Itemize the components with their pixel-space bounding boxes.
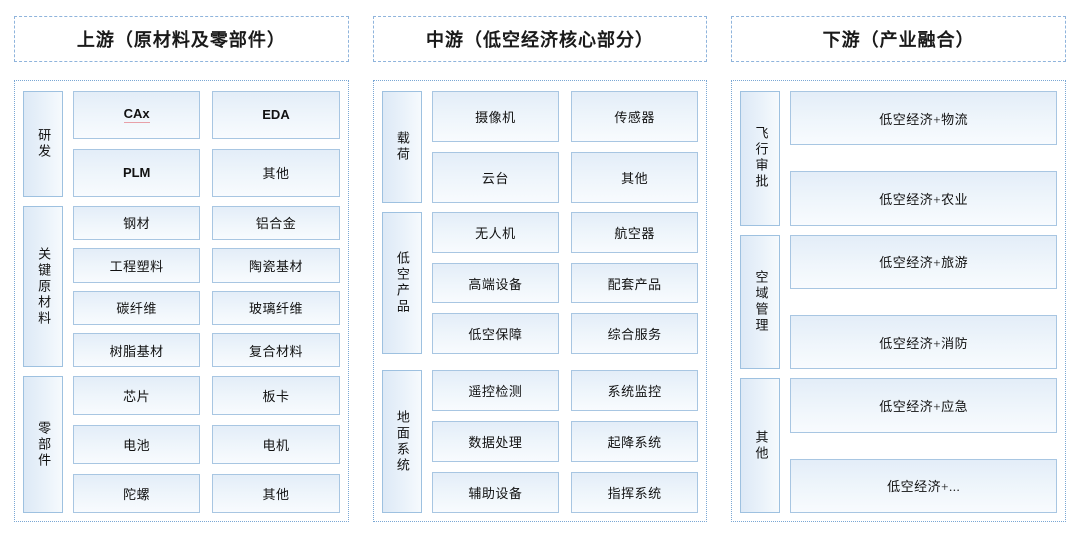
chain-cell[interactable]: 复合材料	[212, 332, 340, 368]
group-label-box: 载荷	[381, 91, 422, 203]
group-cells: 低空经济+物流低空经济+农业	[790, 91, 1058, 226]
chain-cell[interactable]: 综合服务	[571, 313, 699, 355]
chain-cell[interactable]: 其他	[212, 474, 340, 514]
chain-cell[interactable]: 板卡	[212, 376, 340, 416]
chain-cell[interactable]: 指挥系统	[571, 472, 699, 514]
chain-cell[interactable]: 芯片	[73, 376, 201, 416]
chain-cell[interactable]: 摄像机	[431, 91, 559, 142]
group-label-box: 飞行审批	[740, 91, 781, 226]
chain-cell[interactable]: CAx	[73, 91, 201, 139]
chain-cell[interactable]: 云台	[431, 151, 559, 203]
group-upstream-1: 关键原材料 钢材铝合金工程塑料陶瓷基材碳纤维玻璃纤维树脂基材复合材料	[23, 205, 340, 368]
group-cells: 芯片板卡电池电机陀螺其他	[73, 376, 340, 514]
group-label-text: 研发	[36, 127, 52, 160]
group-midstream-2: 地面系统 遥控检测系统监控数据处理起降系统辅助设备指挥系统	[381, 370, 699, 514]
chain-cell[interactable]: 高端设备	[431, 262, 559, 304]
group-label-box: 关键原材料	[23, 205, 63, 368]
group-label-text: 载荷	[394, 130, 410, 163]
group-midstream-0: 载荷摄像机传感器云台其他	[381, 91, 699, 203]
chain-cell[interactable]: 辅助设备	[431, 472, 559, 514]
chain-column-midstream: 中游（低空经济核心部分） 载荷摄像机传感器云台其他低空产品 无人机航空器高端设备配套…	[367, 10, 714, 528]
column-body-midstream: 载荷摄像机传感器云台其他低空产品无人机航空器高端设备配套产品低空保障综合服务地面…	[372, 80, 708, 522]
chain-cell[interactable]: 低空经济+旅游	[790, 234, 1058, 289]
chain-cell[interactable]: 陀螺	[73, 474, 201, 514]
chain-cell-label: CAx	[123, 106, 150, 124]
chain-cell[interactable]: 配套产品	[571, 262, 699, 304]
chain-cell[interactable]: 数据处理	[431, 421, 559, 463]
chain-cell[interactable]: 系统监控	[571, 370, 699, 412]
group-cells: 钢材铝合金工程塑料陶瓷基材碳纤维玻璃纤维树脂基材复合材料	[73, 205, 340, 368]
chain-cell[interactable]: 传感器	[571, 91, 699, 142]
chain-cell[interactable]: 玻璃纤维	[212, 290, 340, 325]
group-label-text: 低空产品	[394, 251, 410, 315]
chain-cell[interactable]: 钢材	[73, 205, 201, 241]
group-upstream-2: 零部件 芯片板卡电池电机陀螺其他	[23, 376, 340, 514]
group-midstream-1: 低空产品 无人机航空器高端设备配套产品低空保障综合服务	[381, 211, 699, 355]
group-cells: 低空经济+旅游低空经济+消防	[790, 234, 1058, 370]
group-label-text: 零部件	[36, 420, 52, 469]
chain-cell[interactable]: 低空经济+应急	[790, 378, 1058, 433]
chain-cell[interactable]: 铝合金	[212, 205, 340, 241]
column-header-label: 中游（低空经济核心部分）	[426, 30, 654, 50]
group-label-text: 飞行审批	[753, 126, 769, 191]
group-downstream-0: 飞行审批 低空经济+物流低空经济+农业	[740, 91, 1058, 226]
chain-cell[interactable]: 航空器	[571, 211, 699, 253]
group-label-box: 空域管理	[740, 234, 781, 370]
chain-cell[interactable]: 其他	[212, 148, 340, 197]
group-label-box: 研发	[23, 91, 63, 197]
group-downstream-1: 空域管理 低空经济+旅游低空经济+消防	[740, 234, 1058, 370]
group-label-box: 其他	[740, 378, 781, 514]
column-header-downstream: 下游（产业融合）	[731, 16, 1067, 62]
chain-cell[interactable]: EDA	[212, 91, 340, 139]
group-label-text: 地面系统	[394, 409, 410, 474]
column-header-label: 下游（产业融合）	[822, 30, 975, 50]
group-downstream-2: 其他低空经济+应急低空经济+...	[740, 378, 1058, 514]
group-label-box: 地面系统	[381, 370, 422, 514]
chain-cell[interactable]: 起降系统	[571, 421, 699, 463]
column-body-downstream: 飞行审批低空经济+物流低空经济+农业空域管理低空经济+旅游低空经济+消防其他低空…	[731, 80, 1067, 522]
chain-cell[interactable]: 其他	[571, 151, 699, 203]
group-cells: 遥控检测系统监控数据处理起降系统辅助设备指挥系统	[431, 370, 699, 514]
chain-cell[interactable]: 电机	[212, 425, 340, 465]
column-header-label: 上游（原材料及零部件）	[76, 30, 286, 50]
chain-cell[interactable]: 低空经济+消防	[790, 315, 1058, 370]
chain-cell[interactable]: 树脂基材	[73, 332, 201, 368]
chain-cell[interactable]: 电池	[73, 425, 201, 465]
chain-cell[interactable]: 低空经济+...	[790, 458, 1058, 514]
chain-column-downstream: 下游（产业融合）飞行审批低空经济+物流低空经济+农业空域管理低空经济+旅游低空经…	[725, 10, 1072, 528]
chain-cell[interactable]: 陶瓷基材	[212, 248, 340, 283]
group-cells: 摄像机传感器云台其他	[431, 91, 699, 203]
group-cells: 无人机航空器高端设备配套产品低空保障综合服务	[431, 211, 699, 355]
group-label-text: 关键原材料	[36, 246, 52, 327]
chain-cell[interactable]: PLM	[73, 148, 201, 197]
group-label-box: 低空产品	[381, 211, 422, 355]
chain-cell[interactable]: 工程塑料	[73, 248, 201, 283]
chain-cell[interactable]: 低空保障	[431, 313, 559, 355]
chain-cell[interactable]: 无人机	[431, 211, 559, 253]
group-cells: 低空经济+应急低空经济+...	[790, 378, 1058, 514]
column-header-midstream: 中游（低空经济核心部分）	[372, 16, 708, 62]
chain-cell[interactable]: 遥控检测	[431, 370, 559, 412]
chain-cell[interactable]: 低空经济+农业	[790, 171, 1058, 226]
group-label-text: 空域管理	[753, 270, 769, 334]
chain-cell[interactable]: 低空经济+物流	[790, 91, 1058, 146]
group-label-text: 其他	[753, 429, 769, 462]
group-label-box: 零部件	[23, 376, 63, 514]
chain-cell[interactable]: 碳纤维	[73, 290, 201, 325]
column-header-upstream: 上游（原材料及零部件）	[14, 16, 349, 62]
